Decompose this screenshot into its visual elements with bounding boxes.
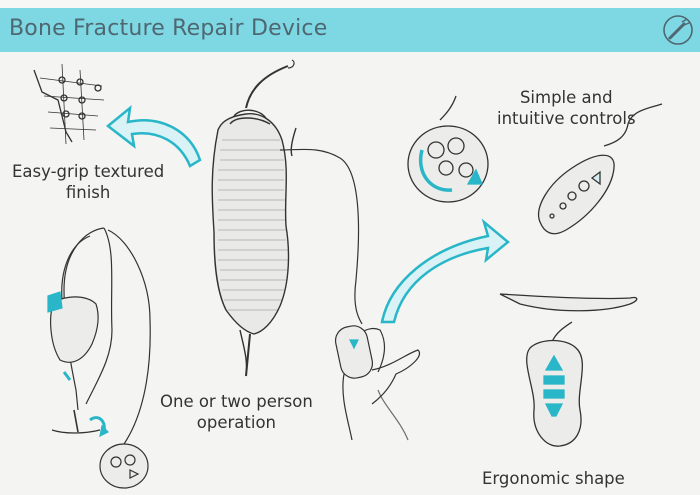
round-controls-sketch: [407, 95, 489, 203]
hand-controller-sketch: [334, 325, 420, 441]
controls-caption: Simple and intuitive controls: [497, 87, 636, 129]
ergonomic-controller-sketch: [526, 321, 584, 447]
texture-detail-sketch: [33, 63, 105, 145]
ergonomic-caption-text: Ergonomic shape: [482, 469, 625, 488]
grip-caption-line2: finish: [65, 183, 111, 202]
oval-controller-sketch: [538, 103, 663, 235]
operation-caption-line2: operation: [196, 413, 277, 432]
grip-caption-line1: Easy-grip textured: [12, 162, 165, 181]
controls-caption-line2: intuitive controls: [497, 109, 636, 128]
arrow-to-texture: [105, 105, 202, 168]
device-logo-icon: [663, 15, 693, 45]
operation-caption-line1: One or two person: [160, 392, 313, 411]
hand-device-sketch: [47, 227, 151, 489]
ergonomic-caption: Ergonomic shape: [482, 468, 625, 489]
main-device-sketch: [211, 59, 363, 377]
page-title: Bone Fracture Repair Device: [9, 16, 328, 41]
arrow-to-controls: [380, 218, 510, 324]
grip-caption: Easy-grip textured finish: [12, 161, 164, 203]
header-bar: Bone Fracture Repair Device: [0, 8, 700, 52]
operation-caption: One or two person operation: [160, 391, 313, 433]
controls-caption-line1: Simple and: [519, 88, 613, 107]
profile-sketch: [499, 293, 638, 312]
